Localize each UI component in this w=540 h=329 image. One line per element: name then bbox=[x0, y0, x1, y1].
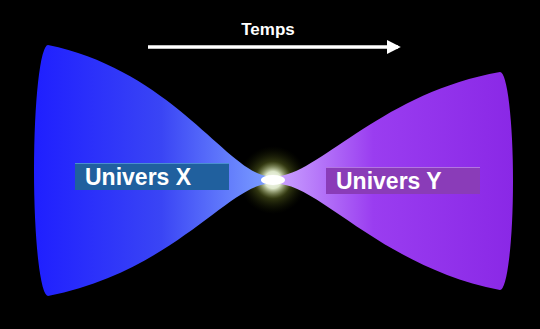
universe-name: Univers Y bbox=[336, 168, 470, 195]
glow-core bbox=[261, 175, 285, 185]
time-arrow bbox=[148, 45, 398, 49]
universe-label-box: Univers X bbox=[75, 163, 229, 190]
universe-funnel bbox=[280, 72, 513, 290]
axis-label: Temps bbox=[241, 20, 295, 40]
universe-funnel bbox=[34, 45, 266, 296]
universe-label-box: Univers Y bbox=[326, 167, 480, 194]
universe-name: Univers X bbox=[85, 164, 219, 191]
